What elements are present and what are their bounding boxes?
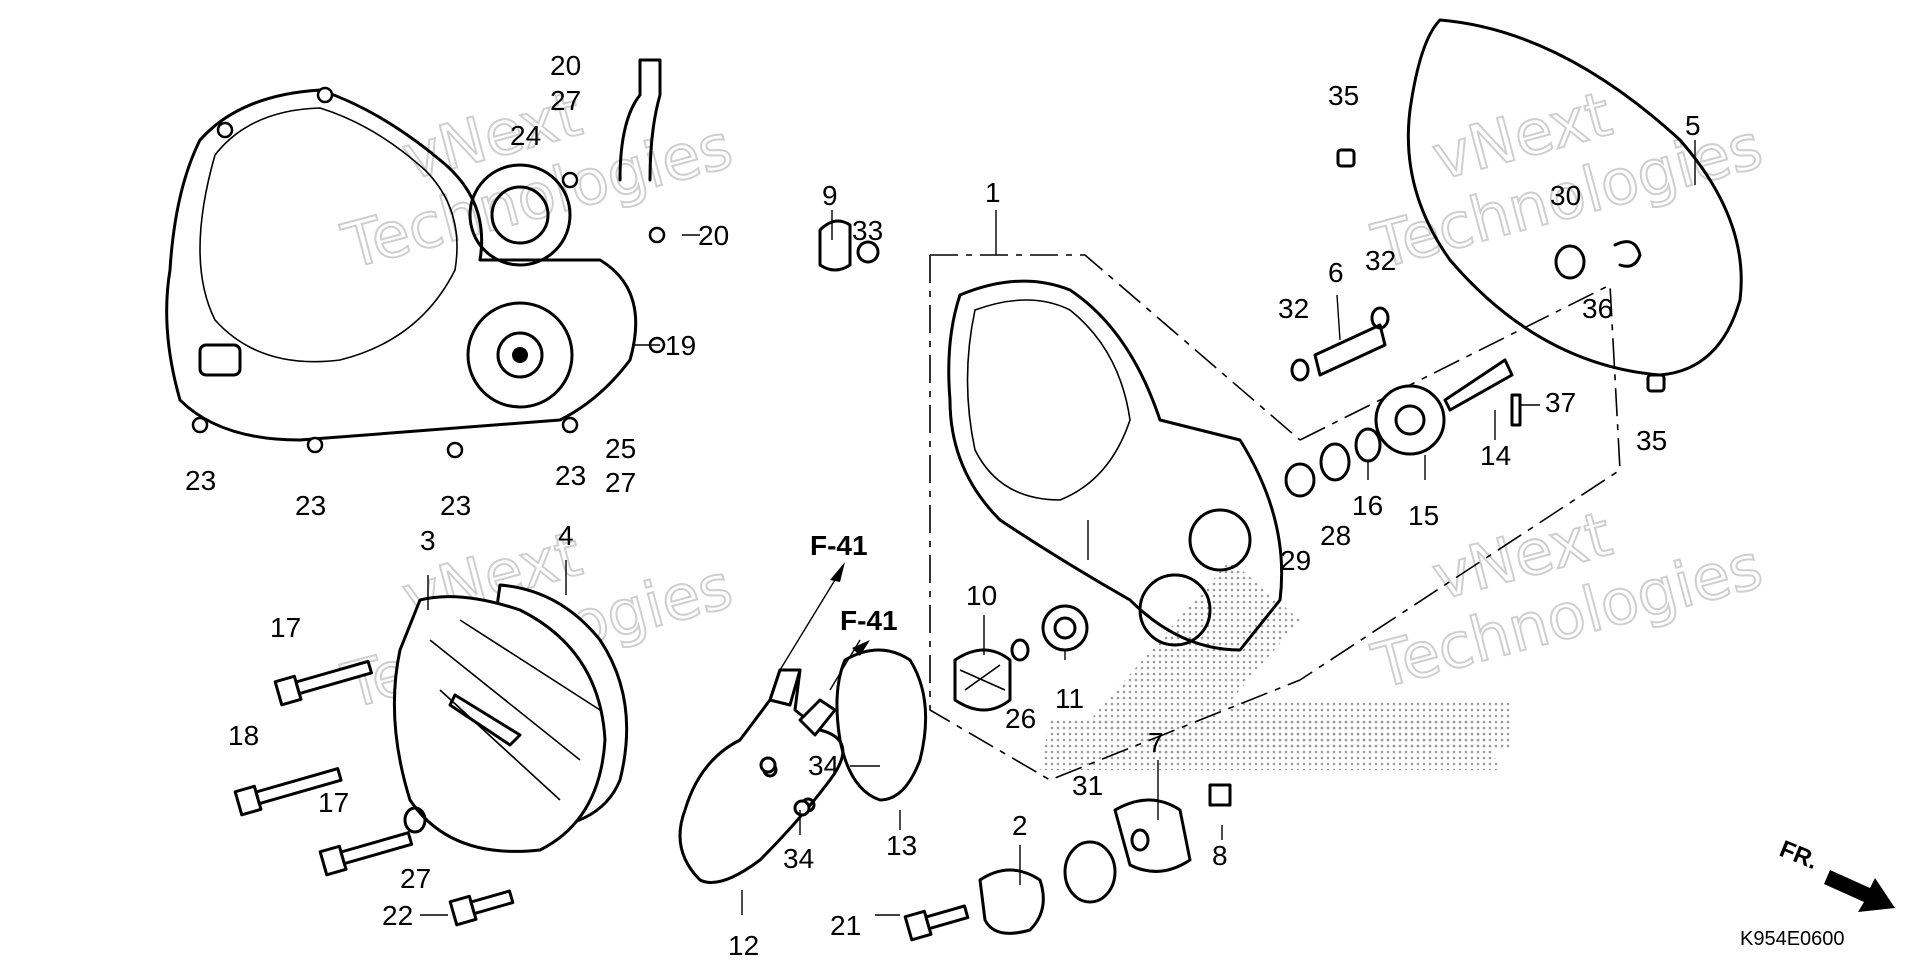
callout-33: 33 (852, 215, 883, 246)
callout-16: 16 (1352, 490, 1383, 521)
callout-14: 14 (1480, 440, 1511, 471)
callout-10: 10 (966, 580, 997, 611)
callout-3: 3 (420, 525, 436, 556)
gasket-right (1406, 18, 1743, 377)
callout-21: 21 (830, 910, 861, 941)
water-joint (678, 648, 928, 884)
callout-31: 31 (1072, 770, 1103, 801)
callout-23a: 23 (185, 465, 216, 496)
callout-27b: 27 (605, 467, 636, 498)
callout-35a: 35 (1328, 80, 1359, 111)
callout-8: 8 (1212, 840, 1228, 871)
callout-26: 26 (1005, 703, 1036, 734)
callout-23b: 23 (295, 490, 326, 521)
callout-17b: 17 (318, 787, 349, 818)
callout-labels: 1 2 3 4 5 6 7 8 9 10 11 12 13 14 15 16 1… (185, 50, 1701, 960)
dowel-pins (1336, 148, 1666, 393)
callout-1: 1 (985, 177, 1001, 208)
ref-f41-upper: F-41 (810, 530, 868, 561)
front-arrow-icon (1824, 870, 1895, 912)
callout-6: 6 (1328, 257, 1344, 288)
callout-23d: 23 (555, 460, 586, 491)
impeller-parts (953, 604, 1089, 712)
ref-f41-lower: F-41 (840, 605, 898, 636)
callout-2: 2 (1012, 810, 1028, 841)
callout-7: 7 (1148, 727, 1164, 758)
callout-36: 36 (1582, 293, 1613, 324)
callout-9: 9 (822, 180, 838, 211)
callout-17a: 17 (270, 612, 301, 643)
shaft-parts (1284, 306, 1522, 498)
callout-4: 4 (558, 520, 574, 551)
callout-15: 15 (1408, 500, 1439, 531)
callout-28: 28 (1320, 520, 1351, 551)
main-cover (929, 254, 1621, 781)
callout-18: 18 (228, 720, 259, 751)
callout-22: 22 (382, 900, 413, 931)
callout-20b: 20 (698, 220, 729, 251)
callout-19: 19 (665, 330, 696, 361)
callout-29: 29 (1280, 545, 1311, 576)
brand-logo-dotted (1040, 560, 1510, 770)
clutch-cover (392, 583, 629, 853)
front-direction-indicator: FR. (1776, 836, 1895, 912)
callout-32b: 32 (1365, 245, 1396, 276)
callout-27c: 27 (400, 863, 431, 894)
leader-lines (420, 140, 1696, 916)
callout-5: 5 (1685, 110, 1701, 141)
callout-32a: 32 (1278, 293, 1309, 324)
callout-12: 12 (728, 930, 759, 960)
callout-23c: 23 (440, 490, 471, 521)
callout-34a: 34 (808, 750, 839, 781)
callout-11: 11 (1055, 683, 1084, 714)
callout-24: 24 (510, 120, 541, 151)
callout-20a: 20 (550, 50, 581, 81)
callout-13: 13 (886, 830, 917, 861)
crankcase-cover-assembly (165, 58, 666, 459)
bolts-left (233, 659, 515, 927)
callout-30: 30 (1550, 180, 1581, 211)
reference-labels: F-41 F-41 (779, 530, 898, 691)
callout-37: 37 (1545, 387, 1576, 418)
diagram-code: K954E0600 (1740, 928, 1845, 950)
callout-25: 25 (605, 433, 636, 464)
callout-35b: 35 (1636, 425, 1667, 456)
callout-27a: 27 (550, 85, 581, 116)
front-label: FR. (1776, 836, 1822, 876)
filter-parts (759, 219, 1232, 942)
callout-34b: 34 (783, 843, 814, 874)
